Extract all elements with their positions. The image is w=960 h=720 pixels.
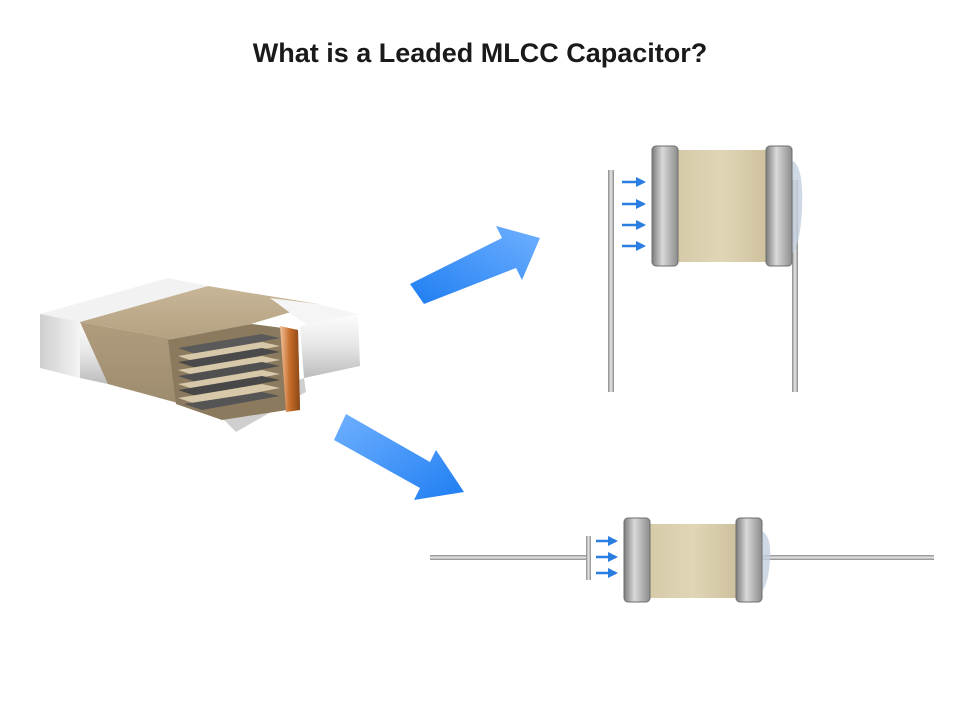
axial-ceramic-body xyxy=(644,524,740,598)
dielectric-layer xyxy=(178,370,280,390)
chip-copper-termination xyxy=(280,326,300,412)
axial-right-lead xyxy=(762,555,934,560)
chip-right-termination-front xyxy=(300,314,360,378)
dielectric-layer xyxy=(178,342,280,362)
arrow-icon xyxy=(334,414,464,500)
mlcc-chip-cutaway-icon xyxy=(40,278,360,432)
axial-leaded-mlcc-icon xyxy=(430,517,934,603)
electrode-layer xyxy=(178,362,280,382)
radial-solder-fillet xyxy=(790,160,803,256)
electrode-layer xyxy=(178,376,280,396)
slide-title: What is a Leaded MLCC Capacitor? xyxy=(252,38,708,68)
electrode-layer xyxy=(178,334,280,354)
radial-left-lead xyxy=(608,170,614,392)
radial-left-termination xyxy=(651,145,679,267)
chip-left-termination-side xyxy=(40,314,80,378)
radial-ceramic-body xyxy=(674,150,770,262)
electrode-layer xyxy=(184,392,280,410)
chip-body-top xyxy=(80,286,318,342)
electrode-layer xyxy=(178,348,280,368)
radial-leaded-mlcc-icon xyxy=(608,145,803,392)
axial-left-lead xyxy=(430,555,588,560)
arrow-icon xyxy=(410,226,540,304)
axial-right-termination xyxy=(735,517,763,603)
chip-left-termination-top xyxy=(40,278,208,322)
radial-right-lead xyxy=(792,180,798,392)
axial-left-termination xyxy=(623,517,651,603)
axial-lead-tab xyxy=(586,536,591,580)
dielectric-layer xyxy=(178,384,280,404)
radial-right-termination xyxy=(765,145,793,267)
dielectric-layer xyxy=(178,356,280,376)
chip-electrode-stack xyxy=(178,334,280,410)
